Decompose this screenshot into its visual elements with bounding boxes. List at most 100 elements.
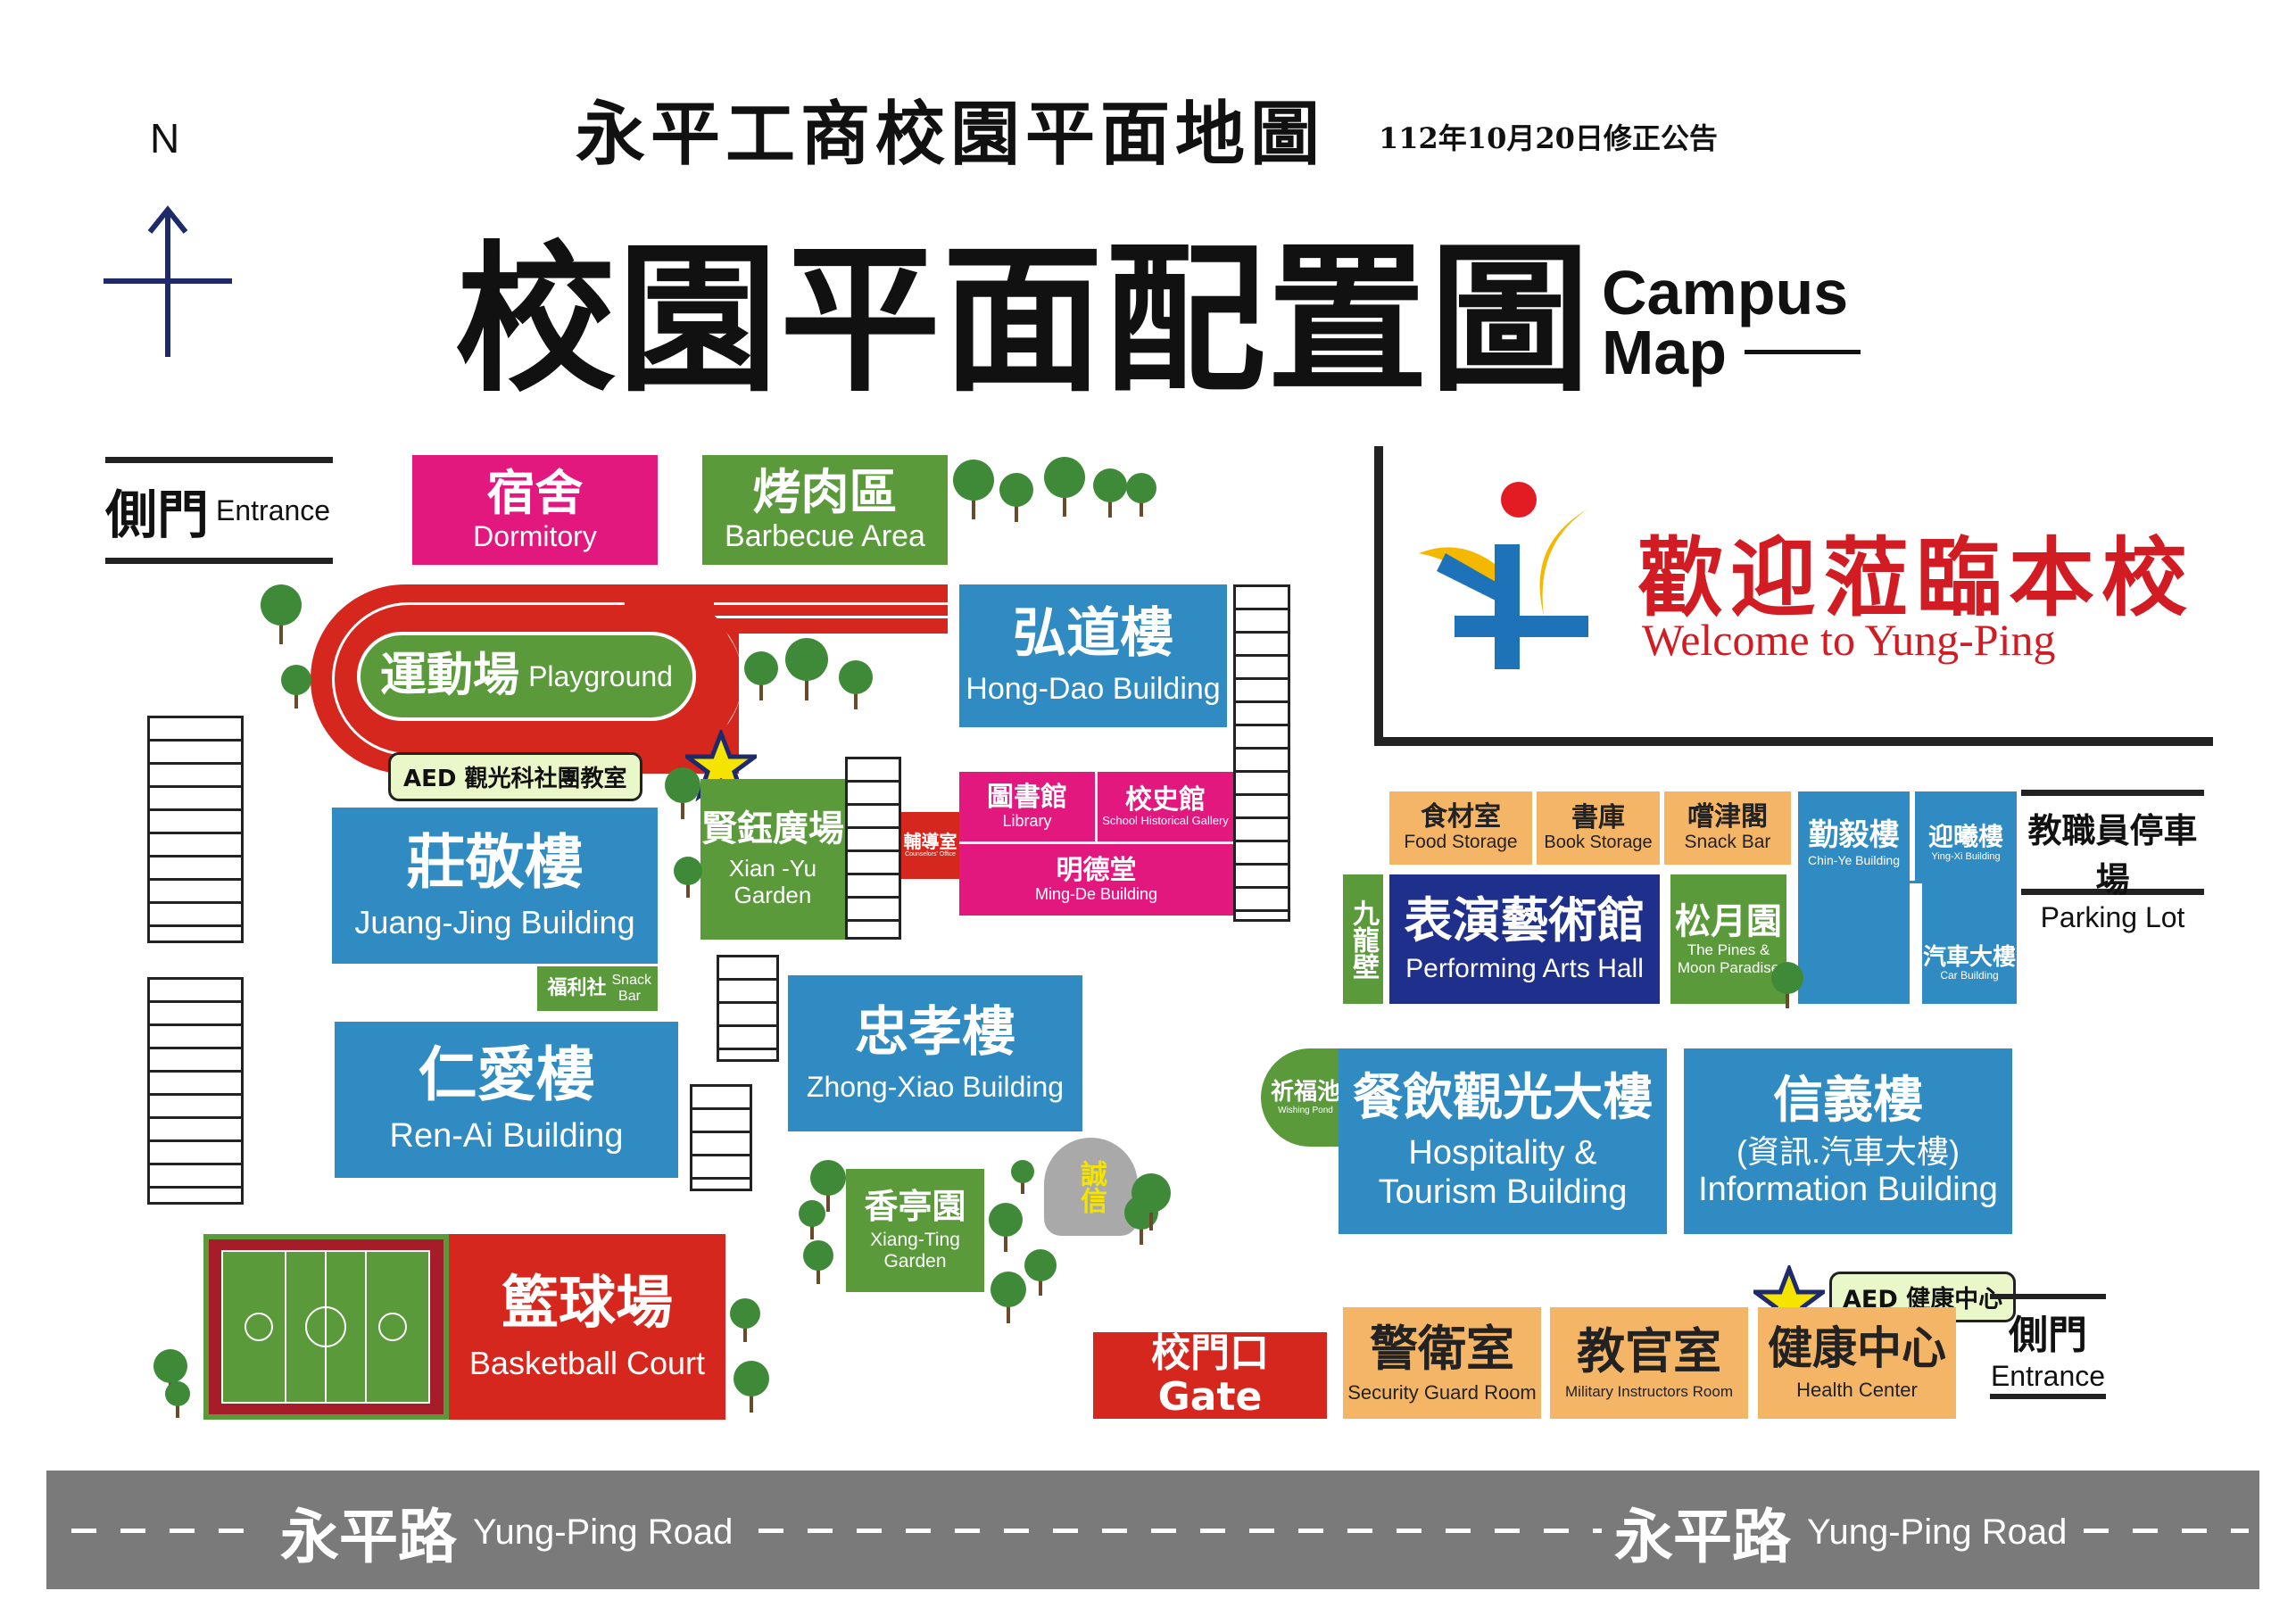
chinye-en: Chin-Ye Building	[1808, 852, 1900, 867]
book-storage-zh: 書庫	[1571, 802, 1625, 833]
school-gate[interactable]: 校門口 Gate	[1093, 1331, 1327, 1419]
book-storage[interactable]: 書庫 Book Storage	[1537, 791, 1660, 865]
yingxi-zh: 迎曦樓	[1927, 822, 2003, 852]
road-right-zh: 永平路	[1614, 1503, 1791, 1571]
playground-en: Playground	[528, 659, 673, 692]
pines-moon-paradise[interactable]: 松月園 The Pines & Moon Paradise	[1670, 874, 1786, 1004]
ming-de-building[interactable]: 明德堂 Ming-De Building	[959, 844, 1233, 916]
military-zh: 教官室	[1577, 1323, 1721, 1380]
stairs-left-2	[147, 977, 244, 1205]
side-gate-right-en: Entrance	[1990, 1360, 2106, 1392]
guard-zh: 警衛室	[1370, 1321, 1514, 1378]
revision-date: 112年10月20日修正公告	[1379, 121, 1718, 155]
bbq-zh: 烤肉區	[752, 464, 898, 521]
car-zh: 汽車大樓	[1922, 943, 2016, 971]
counselors-office[interactable]: 輔導室 Counselors' Office	[901, 812, 959, 879]
cheng-xin-rock[interactable]: 誠信	[1044, 1138, 1138, 1236]
military-instructors-room[interactable]: 教官室 Military Instructors Room	[1550, 1307, 1748, 1419]
xinyi-en: Information Building	[1698, 1170, 1998, 1208]
xianyu-zh: 賢鈺廣場	[701, 808, 844, 850]
hong-dao-building[interactable]: 弘道樓 Hong-Dao Building	[959, 584, 1227, 727]
chin-ye-building: 勤毅樓 Chin-Ye Building	[1798, 808, 1910, 879]
pines-en1: The Pines &	[1687, 940, 1770, 958]
xiang-ting-garden[interactable]: 香亭園 Xiang-Ting Garden	[846, 1169, 984, 1292]
tree-icon	[665, 767, 700, 819]
chin-ye-building-shape[interactable]	[1798, 791, 2017, 1004]
parking-lot[interactable]: 教職員停車場 Parking Lot	[2021, 790, 2204, 933]
juangjing-en: Juang-Jing Building	[354, 904, 635, 941]
food-storage[interactable]: 食材室 Food Storage	[1389, 791, 1532, 865]
performing-zh: 表演藝術館	[1404, 891, 1645, 949]
history-zh: 校史館	[1125, 784, 1206, 816]
snack-bar-right[interactable]: 嚐津閣 Snack Bar	[1664, 791, 1791, 865]
north-arrow-icon	[104, 205, 232, 357]
track-extension	[696, 584, 948, 634]
snack-right-zh: 嚐津閣	[1687, 801, 1768, 833]
school-logo-icon	[1419, 482, 1588, 669]
xianyu-stairs	[845, 757, 901, 940]
yingxi-en: Ying-Xi Building	[1931, 851, 2001, 863]
library[interactable]: 圖書館 Library	[959, 772, 1095, 841]
school-historical-gallery[interactable]: 校史館 School Historical Gallery	[1098, 772, 1233, 841]
health-en: Health Center	[1796, 1379, 1918, 1402]
playground[interactable]: 運動場 Playground	[357, 632, 696, 721]
map-word: Map	[1602, 321, 1861, 383]
wishing-pond[interactable]: 祈福池 Wishing Pond	[1261, 1048, 1350, 1147]
dormitory[interactable]: 宿舍 Dormitory	[412, 455, 658, 565]
barbecue-area[interactable]: 烤肉區 Barbecue Area	[702, 455, 948, 565]
stairs-mid-2	[690, 1084, 752, 1191]
xin-yi-building[interactable]: 信義樓 (資訊.汽車大樓) Information Building	[1684, 1048, 2012, 1234]
book-storage-en: Book Storage	[1544, 833, 1653, 852]
campus-word: Campus	[1602, 258, 1849, 327]
performing-arts-hall[interactable]: 表演藝術館 Performing Arts Hall	[1389, 874, 1660, 1004]
snack-bar-left[interactable]: 福利社 Snack Bar	[537, 966, 658, 1011]
tree-icon	[839, 660, 873, 710]
tree-icon	[799, 1200, 825, 1239]
tree-icon	[1131, 1173, 1171, 1230]
snack-left-en: Snack Bar	[611, 972, 651, 1004]
nine-dragon-wall[interactable]: 九龍壁	[1343, 874, 1383, 1004]
xian-yu-garden[interactable]: 賢鈺廣場 Xian -Yu Garden	[700, 779, 845, 940]
parking-zh: 教職員停車場	[2027, 811, 2198, 899]
page-title: 永平工商校園平面地圖	[576, 94, 1326, 175]
health-zh: 健康中心	[1768, 1322, 1946, 1375]
juangjing-zh: 莊敬樓	[406, 827, 584, 897]
ren-ai-building[interactable]: 仁愛樓 Ren-Ai Building	[335, 1022, 678, 1178]
library-en: Library	[1002, 812, 1052, 831]
basketball-court-label: 籃球場 Basketball Court	[449, 1234, 725, 1420]
mingde-en: Ming-De Building	[1034, 885, 1158, 904]
playground-zh: 運動場	[380, 649, 520, 703]
juang-jing-building[interactable]: 莊敬樓 Juang-Jing Building	[332, 808, 658, 964]
road-label-left: 永平路 Yung-Ping Road	[268, 1492, 746, 1572]
jiulong-text: 九龍壁	[1347, 899, 1379, 980]
hongdao-zh: 弘道樓	[1013, 602, 1173, 666]
pines-zh: 松月園	[1675, 900, 1782, 942]
road-label-right: 永平路 Yung-Ping Road	[1602, 1492, 2080, 1572]
car-building: 汽車大樓 Car Building	[1922, 932, 2017, 995]
basketball-en: Basketball Court	[468, 1344, 706, 1381]
health-center[interactable]: 健康中心 Health Center	[1758, 1307, 1956, 1419]
tree-icon	[744, 651, 778, 701]
snack-right-en: Snack Bar	[1684, 832, 1771, 853]
parking-en: Parking Lot	[2040, 901, 2185, 933]
hospitality-en2: Tourism Building	[1378, 1172, 1628, 1211]
zhong-xiao-building[interactable]: 忠孝樓 Zhong-Xiao Building	[788, 975, 1082, 1131]
ying-xi-building: 迎曦樓 Ying-Xi Building	[1915, 808, 2017, 879]
security-guard-room[interactable]: 警衛室 Security Guard Room	[1343, 1307, 1541, 1419]
stairs-left-1	[147, 716, 244, 943]
tree-icon	[281, 665, 311, 709]
chin-ye-gap	[1910, 883, 1922, 1004]
hongdao-en: Hong-Dao Building	[966, 672, 1221, 707]
renai-zh: 仁愛樓	[418, 1040, 595, 1110]
counselors-zh: 輔導室	[903, 831, 957, 853]
campus-map-en: Campus Map	[1602, 258, 1861, 383]
hospitality-zh: 餐飲觀光大樓	[1353, 1068, 1653, 1127]
road-left-en: Yung-Ping Road	[473, 1512, 734, 1552]
track-lane-line-ext	[714, 602, 948, 605]
side-gate-left-en: Entrance	[216, 493, 331, 526]
snack-left-zh: 福利社	[547, 976, 607, 999]
wishing-en: Wishing Pond	[1278, 1105, 1333, 1115]
tree-icon	[674, 857, 702, 899]
pines-en2: Moon Paradise	[1677, 958, 1780, 976]
hospitality-tourism-building[interactable]: 餐飲觀光大樓 Hospitality & Tourism Building	[1339, 1048, 1667, 1234]
